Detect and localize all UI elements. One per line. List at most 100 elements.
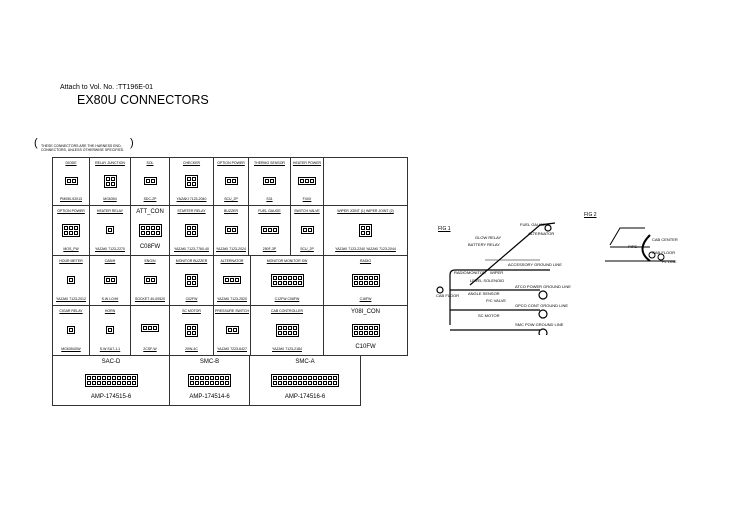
connector-label: STARTER RELAY [177,209,206,213]
fig2-label-fl-line: FL LINE [662,259,677,264]
pin [277,275,282,280]
pin [187,275,191,280]
connector-part-number: YAZAKI 7123-2270 [95,246,125,251]
pin [86,380,91,385]
connector-label: Y08I_CON [350,309,380,315]
connector-label: MONITOR BUZZER [175,259,208,263]
pin [282,275,287,280]
connector-label: ATT_CON [136,209,164,215]
pin [292,325,297,330]
pin [226,179,231,183]
connector-label: HEATER POWER [292,161,322,165]
connector-pin-diagram [225,326,239,334]
pin [273,375,277,380]
pin [262,228,267,232]
connector-pin-diagram [138,223,162,237]
fig2-label-cab-floor: CAB FLOOR [652,250,676,255]
connector-cell: HOUR METER YAZAKI 7123-2012 [52,255,90,306]
connector-label: OPTION POWER [217,161,245,165]
connector-part-number: 250F-3P [262,246,277,251]
pin [69,278,73,282]
pin [310,179,314,183]
note-text: THESE CONNECTORS ARE THE HARNESS END, CO… [41,144,125,152]
pin [232,328,237,332]
pin [288,375,292,380]
pin [190,380,194,385]
pin [121,380,126,385]
pin [91,375,96,380]
paren-close: ) [130,137,134,149]
pin [363,275,368,280]
connector-label: SC MOTOR [182,309,201,313]
pin [187,280,191,285]
pin [74,230,78,235]
connector-pin-diagram [143,276,157,284]
pin [74,225,78,230]
connector-pin-diagram [260,226,279,234]
pin [353,325,358,330]
pin [318,375,322,380]
pin [277,330,282,335]
pin [368,280,373,285]
connector-label: HORN [104,309,116,313]
fig2-title: FIG 2 [584,212,597,218]
connector-pin-diagram [185,174,198,188]
connector-cell: WIPER JOINT (1) WIPER JOINT (2)YAZAKI 71… [323,205,408,256]
pin [363,330,368,335]
pin [131,380,136,385]
connector-pin-diagram [185,223,198,237]
pin [192,275,196,280]
pin [328,380,332,385]
pin [226,228,231,232]
fig1-label-alternator: ALTERNATOR [528,231,555,236]
pin [283,380,287,385]
pin [282,280,287,285]
fig1-label-angle-sensor: ANGLE SENSOR [468,291,500,296]
pin [287,330,292,335]
pin [305,179,309,183]
pin [293,380,297,385]
connector-label: HOUR METER [59,259,83,263]
connector-label: SWITCH VALVE [294,209,320,213]
connector-pin-diagram [270,273,304,287]
connector-pin-diagram [106,326,114,334]
pin [227,328,232,332]
pin [328,375,332,380]
pin [373,330,378,335]
pin [333,380,337,385]
connector-part-number: YAZAKI 7123-2184 [272,346,302,351]
connector-part-number: AMP-174515-6 [90,394,132,400]
pin [323,380,327,385]
pin [187,325,191,330]
pin [358,330,363,335]
pin [108,228,112,232]
fig1-label-glow-relay: GLOW RELAY [475,235,502,240]
pin [303,375,307,380]
pin [353,280,358,285]
connector-pin-diagram [223,276,241,284]
fig1-label-sc-motor: SC MOTOR [478,313,500,318]
connector-part-number: YAZAKI 7123-2012 [56,296,86,301]
pin [110,278,115,282]
connector-part-number: MG6394 [103,196,117,201]
pin [318,380,322,385]
pin [267,228,272,232]
fig1-label-cab-floor: CAB FLOOR [436,293,460,298]
pin [210,380,214,385]
pin [292,280,297,285]
pin [101,375,106,380]
pin [361,230,365,235]
pin [225,278,229,282]
pin [313,380,317,385]
pin [200,380,204,385]
pin [363,325,368,330]
pin [150,225,155,230]
